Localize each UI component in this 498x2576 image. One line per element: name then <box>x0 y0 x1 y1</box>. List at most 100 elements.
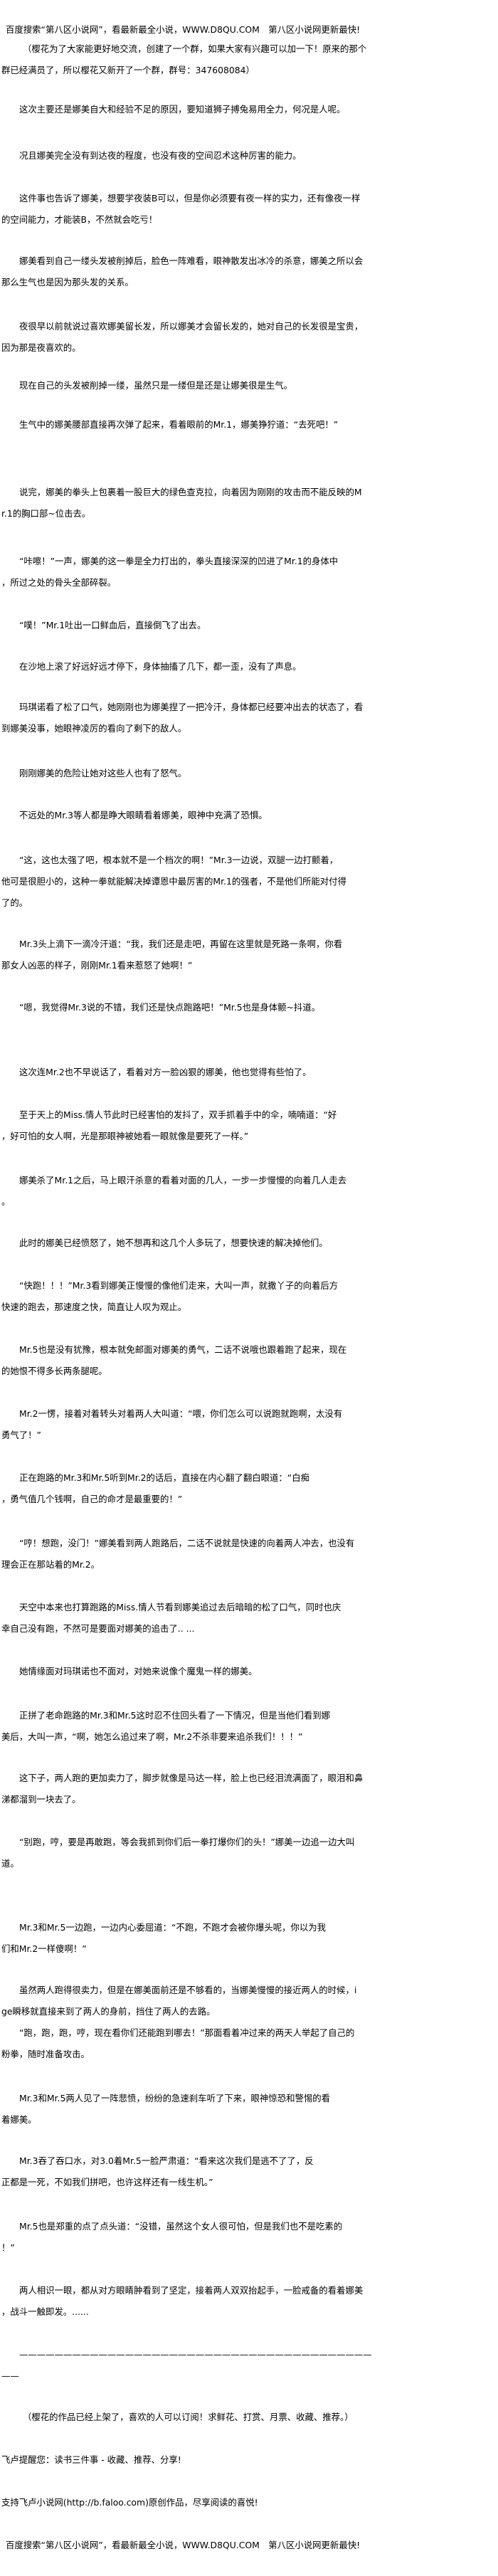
paragraph: 娜美杀了Mr.1之后，马上眼汗杀意的看着对面的几人，一步一步慢慢的向着几人走去。 <box>0 1174 498 1217</box>
text-line: Mr.3头上滴下一滴冷汗道：“我，我们还是走吧，再留在这里就是死路一条啊，你看 <box>19 939 343 949</box>
text-line: 这下子，两人跑的更加卖力了，脚步就像是马达一样，脸上也已经泪流满面了，眼泪和鼻 <box>19 1773 364 1783</box>
text-line: 飞卢提醒您：读书三件事 - 收藏、推荐、分享! <box>1 2454 181 2465</box>
text-line: 夜很早以前就说过喜欢娜美留长发，所以娜美才会留长发的，她对自己的长发很是宝贵， <box>19 321 364 332</box>
paragraph: Mr.3吞了吞口水，对3.0着Mr.5一脸严肃道：“看来这次我们是逃不了了，反正… <box>0 2155 498 2197</box>
paragraph: 现在自己的头发被削掉一缕，虽然只是一缕但是还是让娜美很是生气。 <box>0 379 498 401</box>
text-line: 因为那是夜喜欢的。 <box>1 342 81 353</box>
paragraph: 此时的娜美已经愤怒了，她不想再和这几个人多玩了，想要快速的解决掉他们。 <box>0 1237 498 1258</box>
text-line: 理会正在那站着的Mr.2。 <box>1 1559 100 1570</box>
paragraph: 正拼了老命跑路的Mr.3和Mr.5这时忍不住回头看了一下情况，但是当他们看到娜美… <box>0 1709 498 1752</box>
site-banner: 百度搜索“第八区小说网”，看最新最全小说，WWW.D8QU.COM 第八区小说网… <box>0 23 498 45</box>
paragraph: 飞卢提醒您：读书三件事 - 收藏、推荐、分享! <box>0 2454 498 2475</box>
text-line: 至于天上的Miss.情人节此时已经害怕的发抖了，双手抓着手中的伞，喃喃道：“好 <box>19 1109 337 1120</box>
text-line: 生气中的娜美腰部直接再次弹了起来，看着眼前的Mr.1，娜美狰狞道：“去死吧！” <box>19 419 339 430</box>
paragraph: 娜美看到自己一缕头发被削掉后，脸色一阵难看，眼神散发出冰冷的杀意，娜美之所以会那… <box>0 255 498 297</box>
text-line: 。 <box>1 1196 11 1207</box>
text-line: 不远处的Mr.3等人都是睁大眼睛看着娜美，眼神中充满了恐惧。 <box>19 810 267 820</box>
paragraph: “快跑！！！”Mr.3看到娜美正慢慢的像他们走来，大叫一声，就撒丫子的向着后方快… <box>0 1279 498 1322</box>
paragraph: 玛琪诺看了松了口气，她刚刚也为娜美捏了一把冷汗，身体都已经要冲出去的状态了，看到… <box>0 701 498 744</box>
text-line: 说完，娜美的拳头上包裹着一股巨大的绿色查克拉，向着因为刚刚的攻击而不能反映的M <box>19 487 362 497</box>
text-line: （樱花为了大家能更好地交流，创建了一个群，如果大家有兴趣可以加一下！原来的那个 <box>23 43 367 54</box>
text-line: Mr.3吞了吞口水，对3.0着Mr.5一脸严肃道：“看来这次我们是逃不了了，反 <box>19 2155 314 2166</box>
site-banner: 百度搜索“第八区小说网”，看最新最全小说，WWW.D8QU.COM 第八区小说网… <box>0 2539 498 2560</box>
text-line: Mr.2一愣，接着对着转头对着两人大叫道：“喂，你们怎么可以说跑就跑啊，太没有 <box>19 1408 343 1419</box>
text-line: “噗！”Mr.1吐出一口鲜血后，直接倒飞了出去。 <box>19 620 206 630</box>
text-line: 道。 <box>1 1858 19 1869</box>
text-line: ———————————————————————————————————————— <box>19 2349 372 2360</box>
paragraph: Mr.3和Mr.5两人见了一阵悲愤，纷纷的急速刹车听了下来，眼神惊恐和警惕的看着… <box>0 2092 498 2135</box>
paragraph: Mr.2一愣，接着对着转头对着两人大叫道：“喂，你们怎么可以说跑就跑啊，太没有勇… <box>0 1408 498 1450</box>
text-line: 群已经满员了，所以樱花又新开了一个群，群号：347608084） <box>1 65 255 75</box>
text-line: r.1的胸口部~位击去。 <box>1 508 91 519</box>
paragraph: Mr.3头上滴下一滴冷汗道：“我，我们还是走吧，再留在这里就是死路一条啊，你看那… <box>0 938 498 981</box>
text-line: 这次连Mr.2也不早说话了，看着对方一脸凶狠的娜美，他也觉得有些怕了。 <box>19 1067 312 1077</box>
paragraph: 她情缘面对玛琪诺也不面对，对她来说像个魔鬼一样的娜美。 <box>0 1665 498 1686</box>
paragraph: “别跑，哼，要是再敢跑，等会我抓到你们后一拳打爆你们的头！”娜美一边追一边大叫道… <box>0 1836 498 1879</box>
text-line: Mr.3和Mr.5一边跑，一边内心委屈道：“不跑，不跑才会被你爆头呢，你以为我 <box>19 1922 327 1933</box>
paragraph: 两人相识一眼，都从对方眼睛肿看到了坚定，接着两人双双抬起手，一脸戒备的看着娜美 ，… <box>0 2284 498 2327</box>
text-line: “别跑，哼，要是再敢跑，等会我抓到你们后一拳打爆你们的头！”娜美一边追一边大叫 <box>19 1837 355 1847</box>
paragraph: 不远处的Mr.3等人都是睁大眼睛看着娜美，眼神中充满了恐惧。 <box>0 809 498 830</box>
text-line: 她情缘面对玛琪诺也不面对，对她来说像个魔鬼一样的娜美。 <box>19 1666 258 1677</box>
paragraph: “哼！想跑，没门！”娜美看到两人跑路后，二话不说就是快速的向着两人冲去，也没有理… <box>0 1537 498 1580</box>
text-line: 那么生气也是因为那头发的关系。 <box>1 277 134 287</box>
paragraph: “噗！”Mr.1吐出一口鲜血后，直接倒飞了出去。 <box>0 619 498 640</box>
text-line: 正都是一死，不如我们拼吧，也许这样还有一线生机。” <box>1 2177 213 2187</box>
paragraph: Mr.5也是没有犹豫，根本就免邮面对娜美的勇气，二话不说哦也跟着跑了起来，现在的… <box>0 1344 498 1386</box>
paragraph: 这下子，两人跑的更加卖力了，脚步就像是马达一样，脸上也已经泪流满面了，眼泪和鼻涕… <box>0 1772 498 1815</box>
paragraph: “咔嚓！”一声，娜美的这一拳是全力打出的，拳头直接深深的凹进了Mr.1的身体中 ，… <box>0 555 498 598</box>
text-line: 粉拳，随时准备攻击。 <box>1 2049 90 2059</box>
text-line: 那女人凶恶的样子，刚刚Mr.1看来惹怒了她啊！” <box>1 960 193 971</box>
text-line: ，战斗一触即发。...... <box>1 2306 89 2317</box>
text-line: Mr.3和Mr.5两人见了一阵悲愤，纷纷的急速刹车听了下来，眼神惊恐和警惕的看 <box>19 2093 331 2103</box>
text-line: 的她恨不得多长两条腿呢。 <box>1 1366 107 1376</box>
text-line: 们和Mr.2一样傻啊！” <box>1 1943 87 1954</box>
text-line: 虽然两人跑得很卖力，但是在娜美面前还是不够看的，当娜美慢慢的接近两人的时候，i <box>19 1985 357 1995</box>
text-line: 美后，大叫一声，“啊，她怎么追过来了啊，Mr.2不杀非要来追杀我们！！！” <box>1 1731 303 1742</box>
text-line: “咔嚓！”一声，娜美的这一拳是全力打出的，拳头直接深深的凹进了Mr.1的身体中 <box>19 556 339 566</box>
text-line: 百度搜索“第八区小说网”，看最新最全小说，WWW.D8QU.COM 第八区小说网… <box>6 2540 361 2550</box>
paragraph: 这件事也告诉了娜美，想要学夜装B可以，但是你必须要有夜一样的实力，还有像夜一样的… <box>0 192 498 235</box>
paragraph: 至于天上的Miss.情人节此时已经害怕的发抖了，双手抓着手中的伞，喃喃道：“好 ，… <box>0 1109 498 1151</box>
paragraph: 正在跑路的Mr.3和Mr.5听到Mr.2的话后，直接在内心翻了翻白眼道：“白痴 ，… <box>0 1472 498 1514</box>
text-line: 到娜美没事，她眼神凌厉的看向了剩下的敌人。 <box>1 723 187 734</box>
text-line: “嗯，我觉得Mr.3说的不错，我们还是快点跑路吧！”Mr.5也是身体颤~抖道。 <box>19 1002 321 1013</box>
paragraph: 这次连Mr.2也不早说话了，看着对方一脸凶狠的娜美，他也觉得有些怕了。 <box>0 1066 498 1087</box>
text-line: ge瞬移就直接来到了两人的身前，挡住了两人的去路。 <box>1 2006 216 2017</box>
text-line: 这件事也告诉了娜美，想要学夜装B可以，但是你必须要有夜一样的实力，还有像夜一样 <box>19 193 361 204</box>
paragraph: Mr.5也是郑重的点了点头道：“没错，虽然这个女人很可怕，但是我们也不是吃素的！… <box>0 2220 498 2263</box>
paragraph: 支持飞卢小说网(http://b.faloo.com)原创作品，尽享阅读的喜悦! <box>0 2496 498 2518</box>
paragraph: 虽然两人跑得很卖力，但是在娜美面前还是不够看的，当娜美慢慢的接近两人的时候，i g… <box>0 1984 498 2027</box>
text-line: ，勇气值几个钱啊，自己的命才是最重要的！” <box>1 1494 183 1504</box>
paragraph: 夜很早以前就说过喜欢娜美留长发，所以娜美才会留长发的，她对自己的长发很是宝贵， 因… <box>0 320 498 363</box>
paragraph: 在沙地上滚了好远好远才停下，身体抽搐了几下，都一歪，没有了声息。 <box>0 660 498 682</box>
text-line: “跑，跑，跑，哼，现在看你们还能跑到哪去！”那面看着冲过来的两天人举起了自己的 <box>19 2027 355 2038</box>
text-line: 娜美看到自己一缕头发被削掉后，脸色一阵难看，眼神散发出冰冷的杀意，娜美之所以会 <box>19 255 364 266</box>
text-line: 天空中本来也打算跑路的Miss.情人节看到娜美追过去后暗暗的松了口气，同时也庆 <box>19 1602 341 1612</box>
paragraph: “跑，跑，跑，哼，现在看你们还能跑到哪去！”那面看着冲过来的两天人举起了自己的粉… <box>0 2027 498 2069</box>
text-line: —— <box>1 2370 19 2381</box>
text-line: 涕都溜到一块去了。 <box>1 1794 81 1805</box>
paragraph: 说完，娜美的拳头上包裹着一股巨大的绿色查克拉，向着因为刚刚的攻击而不能反映的M r… <box>0 486 498 529</box>
text-line: 着娜美。 <box>1 2114 37 2125</box>
text-line: 他可是很胆小的，这种一拳就能解决掉谭恩中最厉害的Mr.1的强者，不是他们所能对付… <box>1 876 346 887</box>
text-line: 勇气了！” <box>1 1430 41 1440</box>
text-line: 百度搜索“第八区小说网”，看最新最全小说，WWW.D8QU.COM 第八区小说网… <box>6 24 361 35</box>
text-line: 况且娜美完全没有到达夜的程度，也没有夜的空间忍术这种厉害的能力。 <box>19 150 302 161</box>
text-line: 正在跑路的Mr.3和Mr.5听到Mr.2的话后，直接在内心翻了翻白眼道：“白痴 <box>19 1472 309 1483</box>
text-line: 这次主要还是娜美自大和经验不足的原因，要知道狮子搏兔易用全力，何况是人呢。 <box>19 104 346 115</box>
paragraph: 这次主要还是娜美自大和经验不足的原因，要知道狮子搏兔易用全力，何况是人呢。 <box>0 103 498 125</box>
text-line: ，好可怕的女人啊，光是那眼神被她看一眼就像是要死了一样。” <box>1 1131 249 1141</box>
text-line: 的空间能力，才能装B，不然就会吃亏！ <box>1 214 158 225</box>
text-line: ，所过之处的骨头全部碎裂。 <box>1 577 117 588</box>
text-line: “快跑！！！”Mr.3看到娜美正慢慢的像他们走来，大叫一声，就撒丫子的向着后方 <box>19 1280 339 1291</box>
paragraph: Mr.3和Mr.5一边跑，一边内心委屈道：“不跑，不跑才会被你爆头呢，你以为我们… <box>0 1921 498 1964</box>
text-line: ！” <box>1 2242 15 2253</box>
text-line: 两人相识一眼，都从对方眼睛肿看到了坚定，接着两人双双抬起手，一脸戒备的看着娜美 <box>19 2285 364 2296</box>
text-line: 玛琪诺看了松了口气，她刚刚也为娜美捏了一把冷汗，身体都已经要冲出去的状态了，看 <box>19 702 364 712</box>
paragraph: “这，这也太强了吧，根本就不是一个档次的啊！”Mr.3一边说，双腿一边打颤着，他… <box>0 854 498 918</box>
paragraph: 况且娜美完全没有到达夜的程度，也没有夜的空间忍术这种厉害的能力。 <box>0 149 498 171</box>
paragraph: 生气中的娜美腰部直接再次弹了起来，看着眼前的Mr.1，娜美狰狞道：“去死吧！” <box>0 418 498 440</box>
text-line: Mr.5也是没有犹豫，根本就免邮面对娜美的勇气，二话不说哦也跟着跑了起来，现在 <box>19 1344 347 1355</box>
paragraph: ————————————————————————————————————————… <box>0 2348 498 2391</box>
